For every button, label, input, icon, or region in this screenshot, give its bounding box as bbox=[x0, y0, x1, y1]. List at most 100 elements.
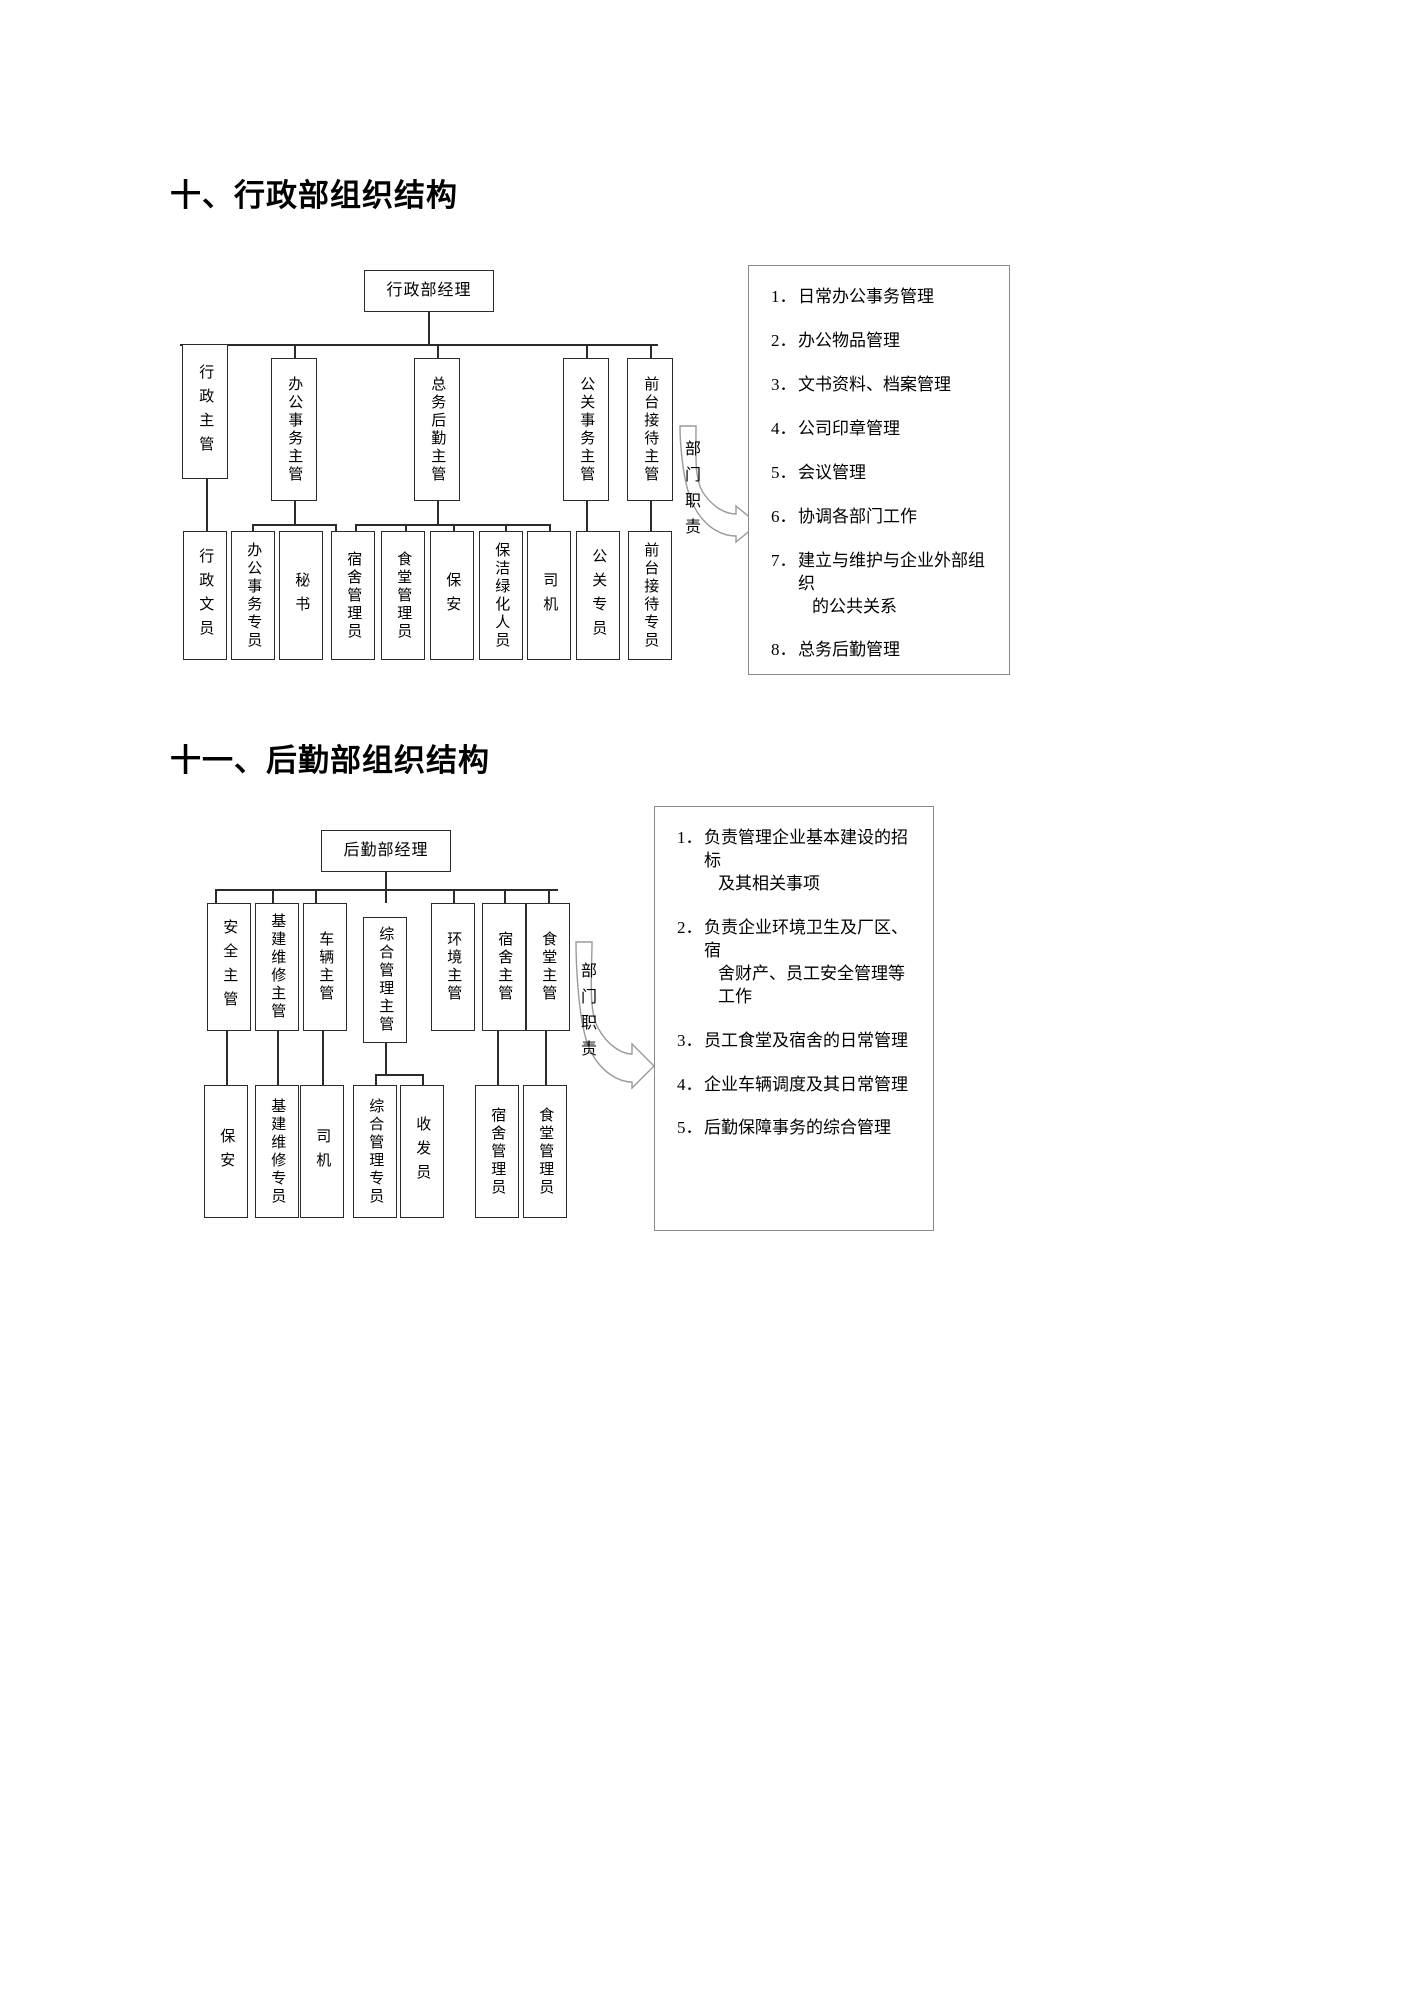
section-1-level2-box: 公关事务主管 bbox=[563, 358, 609, 501]
connector bbox=[375, 1074, 423, 1076]
connector bbox=[252, 524, 254, 532]
section-1-level3-box: 宿舍管理员 bbox=[331, 531, 375, 660]
responsibility-number: 8． bbox=[771, 640, 797, 660]
responsibility-item: 2． 负责企业环境卫生及厂区、宿 舍财产、员工安全管理等工作 bbox=[677, 917, 915, 1009]
responsibility-item: 3． 员工食堂及宿舍的日常管理 bbox=[677, 1030, 915, 1053]
responsibility-number: 3． bbox=[771, 374, 797, 394]
responsibility-number: 5． bbox=[771, 462, 797, 482]
section-2-level3-box: 收发员 bbox=[400, 1085, 444, 1218]
connector bbox=[650, 344, 652, 358]
section-1-level2-box: 办公事务主管 bbox=[271, 358, 317, 501]
responsibility-text: 公司印章管理 bbox=[798, 418, 900, 438]
connector bbox=[385, 872, 387, 890]
section-1-responsibility-panel: 1． 日常办公事务管理 2． 办公物品管理 3． 文书资料、档案管理 4． 公司… bbox=[748, 265, 1010, 675]
responsibility-item: 8． 总务后勤管理 bbox=[771, 639, 991, 662]
connector bbox=[650, 501, 652, 532]
connector bbox=[215, 889, 217, 903]
connector bbox=[428, 312, 430, 345]
connector bbox=[226, 1031, 228, 1086]
section-2-level2-box: 宿舍主管 bbox=[482, 903, 526, 1031]
responsibility-text: 日常办公事务管理 bbox=[798, 287, 934, 306]
section-2-heading: 十一、后勤部组织结构 bbox=[170, 743, 490, 778]
connector bbox=[385, 889, 387, 903]
responsibility-text: 总务后勤管理 bbox=[798, 640, 900, 660]
section-2-level2-box: 车辆主管 bbox=[303, 903, 347, 1031]
responsibility-text: 企业车辆调度及其日常管理 bbox=[704, 1074, 908, 1094]
section-2-level3-box: 食堂管理员 bbox=[523, 1085, 567, 1218]
connector bbox=[497, 1031, 499, 1086]
responsibility-item: 1． 日常办公事务管理 bbox=[771, 286, 991, 309]
connector bbox=[548, 889, 550, 903]
responsibility-number: 2． bbox=[677, 917, 703, 937]
section-2-level2-box: 环境主管 bbox=[431, 903, 475, 1031]
section-1-level3-box: 保洁绿化人员 bbox=[479, 531, 523, 660]
responsibility-text: 后勤保障事务的综合管理 bbox=[704, 1118, 891, 1138]
section-1-level3-box: 行政文员 bbox=[183, 531, 227, 660]
responsibility-number: 5． bbox=[677, 1118, 703, 1138]
responsibility-number: 3． bbox=[677, 1030, 703, 1050]
section-1-level3-box: 办公事务专员 bbox=[231, 531, 275, 660]
section-1-arrow-label: 部门职责 bbox=[682, 440, 699, 544]
connector bbox=[206, 479, 208, 531]
section-2-level2-box: 食堂主管 bbox=[526, 903, 570, 1031]
responsibility-number: 6． bbox=[771, 506, 797, 526]
responsibility-text: 办公物品管理 bbox=[798, 330, 900, 350]
responsibility-item: 5． 后勤保障事务的综合管理 bbox=[677, 1117, 915, 1140]
responsibility-number: 4． bbox=[677, 1074, 703, 1094]
connector bbox=[315, 889, 317, 903]
connector bbox=[422, 1074, 424, 1086]
connector bbox=[355, 524, 357, 532]
section-2-top-box: 后勤部经理 bbox=[321, 830, 451, 872]
responsibility-item: 7． 建立与维护与企业外部组织 的公共关系 bbox=[771, 550, 991, 619]
section-2-level3-box: 司机 bbox=[300, 1085, 344, 1218]
responsibility-item: 3． 文书资料、档案管理 bbox=[771, 374, 991, 397]
connector bbox=[335, 524, 337, 532]
responsibility-number: 1． bbox=[677, 828, 703, 847]
connector bbox=[453, 889, 455, 903]
section-1-level2-box: 前台接待主管 bbox=[627, 358, 673, 501]
connector bbox=[504, 889, 506, 903]
connector bbox=[375, 1074, 377, 1086]
connector bbox=[252, 524, 336, 526]
responsibility-item: 1． 负责管理企业基本建设的招标 及其相关事项 bbox=[677, 827, 915, 896]
connector bbox=[549, 524, 551, 532]
section-1-top-box: 行政部经理 bbox=[364, 270, 494, 312]
responsibility-item: 4． 企业车辆调度及其日常管理 bbox=[677, 1074, 915, 1097]
section-1-level3-box: 秘书 bbox=[279, 531, 323, 660]
responsibility-text: 文书资料、档案管理 bbox=[798, 374, 951, 394]
connector bbox=[277, 1031, 279, 1086]
connector bbox=[405, 524, 407, 532]
connector bbox=[437, 501, 439, 525]
section-2-level2-box: 安全主管 bbox=[207, 903, 251, 1031]
responsibility-item: 4． 公司印章管理 bbox=[771, 418, 991, 441]
connector bbox=[294, 344, 296, 358]
section-2-level3-box: 基建维修专员 bbox=[255, 1085, 299, 1218]
connector bbox=[180, 344, 658, 346]
responsibility-text: 建立与维护与企业外部组织 的公共关系 bbox=[798, 550, 985, 616]
section-1-heading: 十、行政部组织结构 bbox=[170, 178, 458, 213]
responsibility-item: 2． 办公物品管理 bbox=[771, 330, 991, 353]
responsibility-number: 7． bbox=[771, 550, 797, 570]
section-2-level2-box: 综合管理主管 bbox=[363, 917, 407, 1043]
responsibility-number: 1． bbox=[771, 287, 797, 306]
section-1-level3-box: 前台接待专员 bbox=[628, 531, 672, 660]
connector bbox=[586, 501, 588, 532]
connector bbox=[355, 524, 550, 526]
section-2-level3-box: 综合管理专员 bbox=[353, 1085, 397, 1218]
section-1-level3-box: 司机 bbox=[527, 531, 571, 660]
connector bbox=[294, 501, 296, 525]
connector bbox=[505, 524, 507, 532]
section-1-level2-box: 行政主管 bbox=[182, 344, 228, 479]
responsibility-item: 6． 协调各部门工作 bbox=[771, 506, 991, 529]
connector bbox=[385, 1043, 387, 1075]
section-2-level2-box: 基建维修主管 bbox=[255, 903, 299, 1031]
section-1-level3-box: 食堂管理员 bbox=[381, 531, 425, 660]
connector bbox=[272, 889, 274, 903]
section-2-level3-box: 宿舍管理员 bbox=[475, 1085, 519, 1218]
section-1-level3-box: 保安 bbox=[430, 531, 474, 660]
responsibility-item: 5． 会议管理 bbox=[771, 462, 991, 485]
connector bbox=[322, 1031, 324, 1086]
section-2-arrow-label: 部门职责 bbox=[578, 962, 595, 1066]
responsibility-text: 负责管理企业基本建设的招标 及其相关事项 bbox=[704, 828, 908, 893]
